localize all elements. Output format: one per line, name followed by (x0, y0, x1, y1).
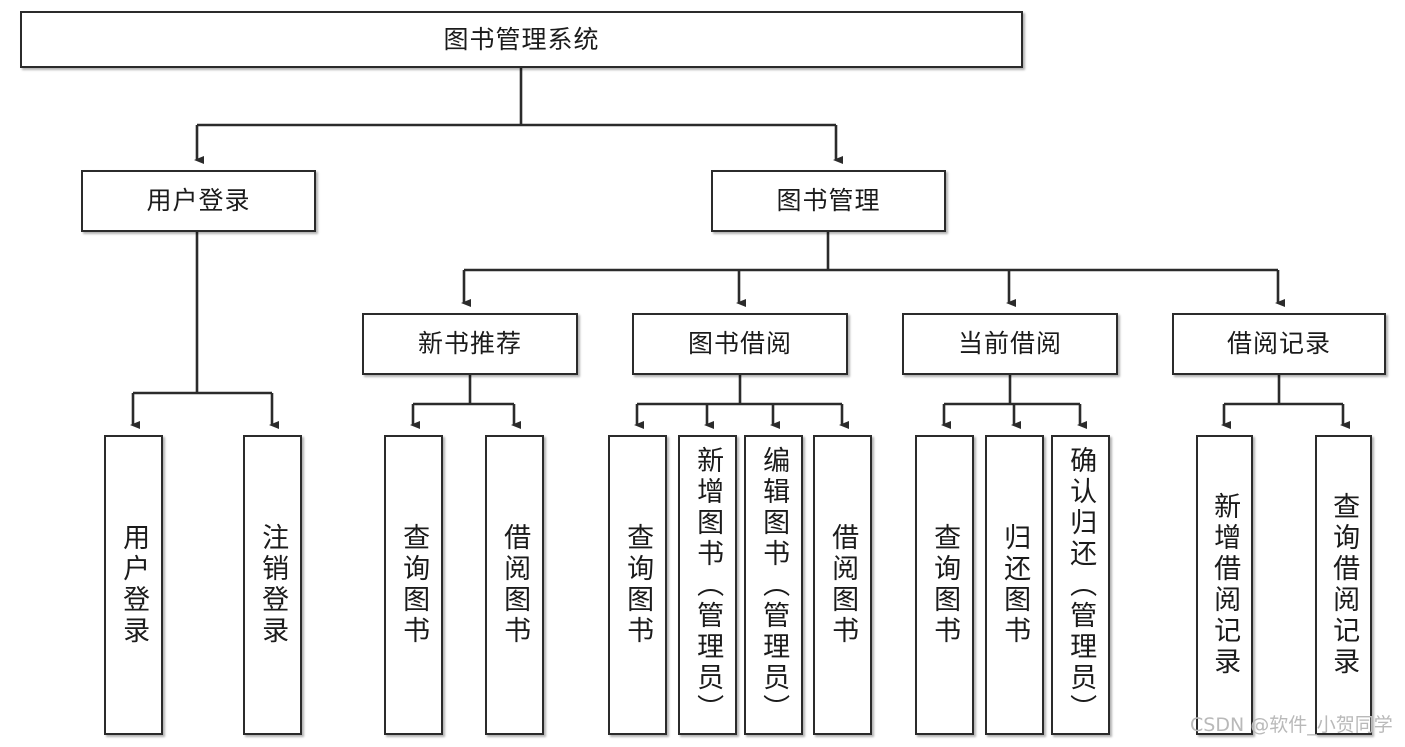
node-label: 注销登录 (257, 523, 289, 647)
node-book-management[interactable]: 图书管理 (711, 170, 946, 232)
node-label: 查询图书 (622, 523, 654, 647)
node-new-book-recommend[interactable]: 新书推荐 (362, 313, 578, 375)
node-label: 用户登录 (146, 186, 251, 216)
node-leaf-borrow-book[interactable]: 借阅图书 (813, 435, 872, 735)
node-leaf-edit-book-admin[interactable]: 编辑图书（管理员） (744, 435, 803, 735)
node-label: 新书推荐 (417, 329, 522, 359)
node-leaf-query-book-current[interactable]: 查询图书 (915, 435, 974, 735)
node-label: 确认归还（管理员） (1065, 445, 1097, 725)
node-leaf-add-borrow-record[interactable]: 新增借阅记录 (1196, 435, 1253, 735)
node-book-borrow[interactable]: 图书借阅 (632, 313, 848, 375)
node-label: 图书借阅 (687, 329, 792, 359)
node-label: 查询图书 (398, 523, 430, 647)
node-current-borrow[interactable]: 当前借阅 (902, 313, 1118, 375)
node-label: 查询借阅记录 (1328, 492, 1360, 678)
node-leaf-query-borrow-record[interactable]: 查询借阅记录 (1315, 435, 1372, 735)
node-label: 查询图书 (929, 523, 961, 647)
node-label: 借阅图书 (499, 523, 531, 647)
node-label: 归还图书 (999, 523, 1031, 647)
node-leaf-add-book-admin[interactable]: 新增图书（管理员） (678, 435, 737, 735)
node-label: 编辑图书（管理员） (758, 445, 790, 725)
node-leaf-confirm-return-admin[interactable]: 确认归还（管理员） (1051, 435, 1110, 735)
node-leaf-query-book-recommend[interactable]: 查询图书 (384, 435, 443, 735)
node-label: 当前借阅 (957, 329, 1062, 359)
node-root-system[interactable]: 图书管理系统 (20, 11, 1023, 68)
node-label: 图书管理系统 (443, 24, 600, 54)
node-label: 用户登录 (118, 523, 150, 647)
node-leaf-logout[interactable]: 注销登录 (243, 435, 302, 735)
node-leaf-return-book[interactable]: 归还图书 (985, 435, 1044, 735)
csdn-watermark: CSDN @软件_小贺同学 (1190, 714, 1393, 736)
node-user-login[interactable]: 用户登录 (81, 170, 316, 232)
node-leaf-query-book-borrow[interactable]: 查询图书 (608, 435, 667, 735)
node-borrow-record[interactable]: 借阅记录 (1172, 313, 1386, 375)
node-leaf-borrow-book-recommend[interactable]: 借阅图书 (485, 435, 544, 735)
node-label: 图书管理 (776, 186, 881, 216)
node-label: 新增图书（管理员） (692, 445, 724, 725)
node-label: 借阅记录 (1226, 329, 1331, 359)
node-label: 新增借阅记录 (1209, 492, 1241, 678)
node-label: 借阅图书 (827, 523, 859, 647)
node-leaf-user-login[interactable]: 用户登录 (104, 435, 163, 735)
